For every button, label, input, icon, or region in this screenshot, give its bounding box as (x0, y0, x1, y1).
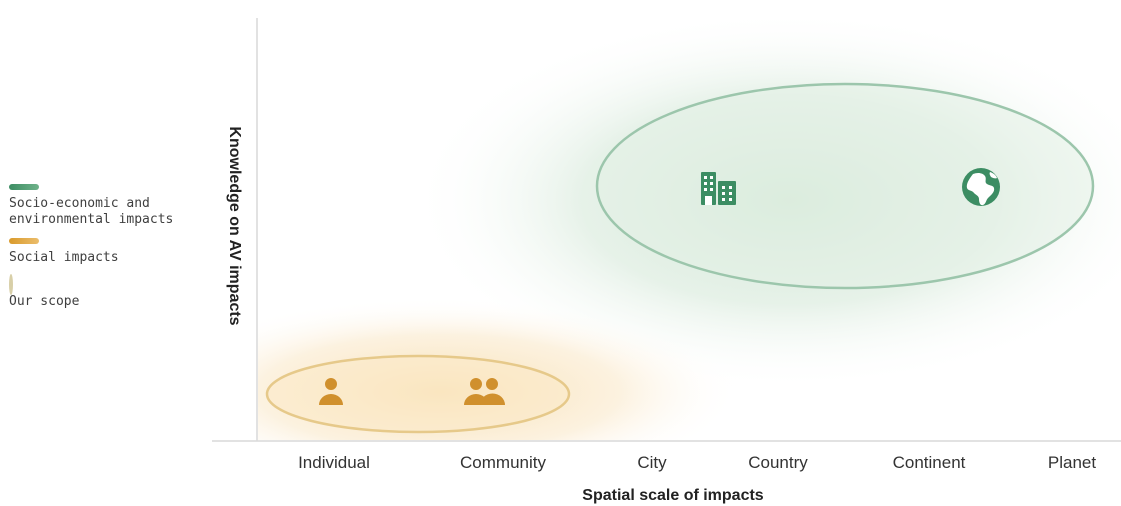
legend-item-social: Social impacts (9, 238, 189, 266)
x-tick-planet: Planet (1047, 453, 1097, 472)
x-tick-continent: Continent (892, 453, 966, 472)
legend-item-scope: Our scope (9, 274, 189, 310)
legend-item-socio-economic: Socio-economic and environmental impacts (9, 184, 189, 228)
group-icon (464, 378, 505, 405)
gold-scope-ellipse (265, 354, 571, 434)
y-axis-label: Knowledge on AV impacts (226, 126, 243, 326)
green-scope-ellipse (595, 82, 1095, 290)
x-tick-country: Country (748, 453, 808, 472)
green-swatch (9, 184, 39, 190)
legend-label-socio-economic: Socio-economic and environmental impacts (9, 196, 174, 227)
globe-icon (962, 168, 1000, 206)
building-icon (701, 172, 736, 205)
legend-label-scope: Our scope (9, 294, 80, 309)
person-icon (319, 378, 343, 405)
x-tick-city: City (637, 453, 667, 472)
legend-label-social: Social impacts (9, 250, 119, 265)
gold-swatch (9, 238, 39, 244)
x-tick-community: Community (460, 453, 546, 472)
x-axis-label: Spatial scale of impacts (582, 487, 764, 504)
scope-ring-swatch (9, 274, 13, 295)
legend: Socio-economic and environmental impacts… (9, 184, 189, 320)
x-tick-individual: Individual (298, 453, 370, 472)
